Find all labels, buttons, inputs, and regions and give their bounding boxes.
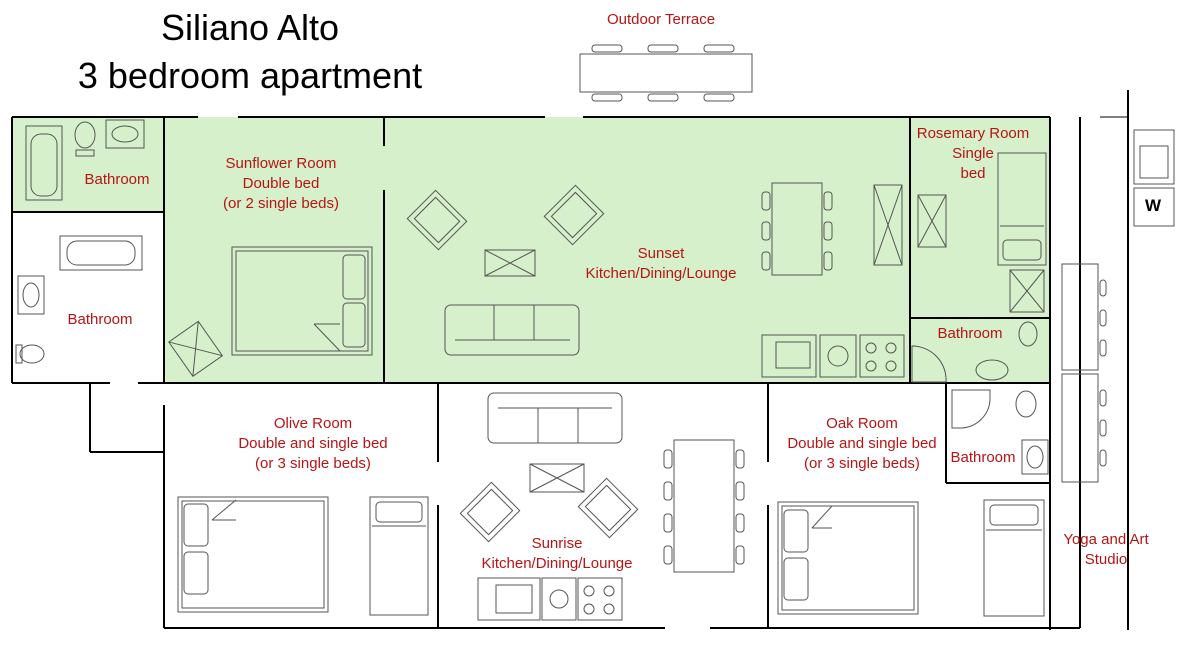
- yoga-line1: Yoga and Art: [1063, 531, 1149, 548]
- label-bathroom-rosemary: Bathroom: [937, 325, 1003, 342]
- label-yoga-studio: Yoga and Art Studio: [1063, 530, 1148, 570]
- label-bathroom-top: Bathroom: [84, 171, 150, 188]
- sunflower-bed: Double bed: [242, 175, 320, 192]
- shower-icon: [951, 389, 991, 429]
- sofa-icon: [487, 392, 623, 444]
- toilet-icon: [1018, 321, 1038, 347]
- olive-name: Olive Room: [273, 415, 353, 432]
- studio-table-icon: [1061, 263, 1107, 483]
- label-bathroom-left: Bathroom: [67, 311, 133, 328]
- sink-icon: [975, 359, 1009, 381]
- sink-icon: [1021, 439, 1049, 475]
- sunrise-type: Kitchen/Dining/Lounge: [481, 555, 633, 572]
- rosemary-name: Rosemary Room: [916, 125, 1030, 142]
- olive-bed: Double and single bed: [238, 435, 388, 452]
- cabinet-icon: [873, 184, 903, 266]
- oak-name: Oak Room: [826, 415, 898, 432]
- bathtub-icon: [59, 235, 143, 271]
- sunset-name: Sunset: [637, 245, 685, 262]
- sink-icon: [17, 275, 45, 315]
- double-bed-icon: [231, 246, 373, 356]
- double-bed-icon: [777, 501, 919, 615]
- furniture: [15, 44, 1175, 621]
- plan-subtitle: 3 bedroom apartment: [77, 55, 423, 96]
- plan-title: Siliano Alto: [160, 7, 340, 48]
- utility-sink-icon: [1133, 129, 1175, 185]
- label-oak-room: Oak Room Double and single bed (or 3 sin…: [787, 414, 936, 474]
- fill-bathroom-top: [12, 117, 164, 212]
- single-bed-icon: [369, 496, 429, 616]
- side-table-icon: [168, 320, 224, 378]
- yoga-line2: Studio: [1084, 551, 1128, 568]
- nightstand-icon: [1009, 269, 1045, 313]
- double-bed-icon: [177, 496, 329, 613]
- label-rosemary-room: Rosemary Room Single bed: [917, 124, 1030, 184]
- dishwasher-icon: [819, 334, 857, 378]
- sunflower-name: Sunflower Room: [225, 155, 337, 172]
- label-sunrise-room: Sunrise Kitchen/Dining/Lounge: [482, 534, 633, 574]
- wardrobe-icon: [917, 194, 947, 248]
- dining-table-icon: [761, 182, 833, 276]
- single-bed-icon: [997, 152, 1047, 266]
- rosemary-bed2: bed: [960, 165, 986, 182]
- toilet-icon: [15, 344, 45, 364]
- label-sunset-room: Sunset Kitchen/Dining/Lounge: [586, 244, 737, 284]
- sink-icon: [105, 119, 145, 149]
- armchair-icon: [543, 184, 605, 246]
- toilet-icon: [1015, 390, 1037, 418]
- washing-machine-icon: [1133, 187, 1175, 227]
- olive-note: (or 3 single beds): [255, 455, 371, 472]
- stove-icon: [577, 577, 623, 621]
- stove-icon: [859, 334, 905, 378]
- label-sunflower-room: Sunflower Room Double bed (or 2 single b…: [223, 154, 339, 214]
- rosemary-bed1: Single: [952, 145, 994, 162]
- kitchen-sink-icon: [761, 334, 817, 378]
- sunflower-note: (or 2 single beds): [223, 195, 339, 212]
- coffee-table-icon: [484, 249, 536, 277]
- kitchen-sink-icon: [477, 577, 541, 621]
- oak-note: (or 3 single beds): [804, 455, 920, 472]
- armchair-icon: [459, 481, 521, 543]
- sofa-icon: [444, 304, 580, 356]
- label-olive-room: Olive Room Double and single bed (or 3 s…: [238, 414, 387, 474]
- armchair-icon: [577, 477, 639, 539]
- sunset-type: Kitchen/Dining/Lounge: [585, 265, 737, 282]
- oak-bed: Double and single bed: [787, 435, 937, 452]
- outdoor-table-icon: [579, 44, 753, 102]
- dishwasher-icon: [541, 577, 577, 621]
- single-bed-icon: [983, 499, 1045, 617]
- fill-sunflower-room: [164, 117, 384, 383]
- coffee-table-icon: [529, 463, 585, 493]
- sunrise-name: Sunrise: [531, 535, 583, 552]
- dining-table-icon: [663, 439, 745, 573]
- label-bathroom-oak: Bathroom: [950, 449, 1016, 466]
- walls: [11, 90, 1129, 630]
- toilet-icon: [74, 121, 96, 157]
- armchair-icon: [406, 189, 468, 251]
- washer-label: W: [1145, 196, 1162, 215]
- label-outdoor-terrace: Outdoor Terrace: [606, 11, 716, 28]
- bathtub-icon: [25, 125, 63, 201]
- shower-icon: [911, 345, 947, 383]
- fill-rosemary-room: [910, 117, 1050, 383]
